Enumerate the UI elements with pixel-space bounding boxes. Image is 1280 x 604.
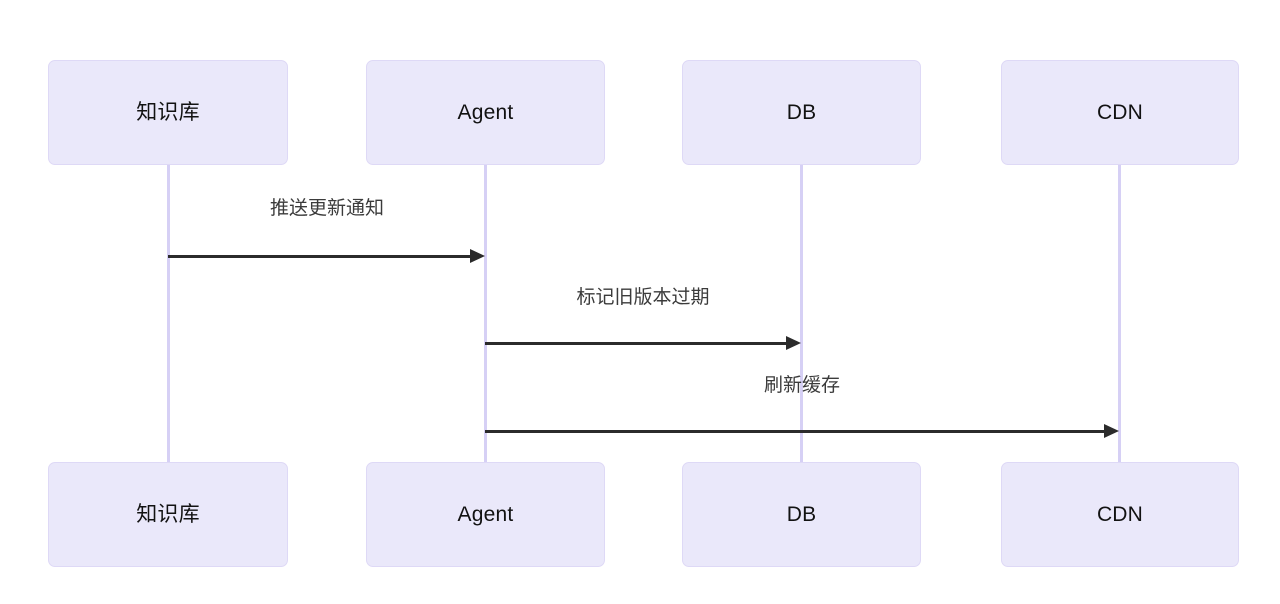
message-arrowhead: [1104, 424, 1119, 438]
participant-box-kb-footer[interactable]: 知识库: [48, 462, 288, 567]
message-arrowhead: [786, 336, 801, 350]
message-label: 推送更新通知: [269, 198, 385, 219]
participant-label-agent: Agent: [457, 503, 514, 526]
participant-label-agent: Agent: [457, 101, 514, 124]
participant-box-db-header[interactable]: DB: [682, 60, 921, 165]
participant-label-db: DB: [786, 101, 817, 124]
participant-box-cdn-header[interactable]: CDN: [1001, 60, 1239, 165]
lifeline-agent: [484, 165, 487, 462]
lifeline-db: [800, 165, 803, 462]
participant-label-db: DB: [786, 503, 817, 526]
message-line: [485, 430, 1107, 433]
participant-label-cdn: CDN: [1096, 101, 1144, 124]
message-line: [485, 342, 789, 345]
message-label: 刷新缓存: [763, 375, 841, 396]
participant-label-cdn: CDN: [1096, 503, 1144, 526]
participant-label-kb: 知识库: [136, 101, 200, 124]
message-arrowhead: [470, 249, 485, 263]
participant-box-cdn-footer[interactable]: CDN: [1001, 462, 1239, 567]
participant-box-db-footer[interactable]: DB: [682, 462, 921, 567]
lifeline-cdn: [1118, 165, 1121, 462]
message-label: 标记旧版本过期: [576, 287, 710, 308]
message-line: [168, 255, 473, 258]
participant-label-kb: 知识库: [136, 503, 200, 526]
participant-box-agent-footer[interactable]: Agent: [366, 462, 605, 567]
participant-box-kb-header[interactable]: 知识库: [48, 60, 288, 165]
participant-box-agent-header[interactable]: Agent: [366, 60, 605, 165]
lifeline-kb: [167, 165, 170, 462]
